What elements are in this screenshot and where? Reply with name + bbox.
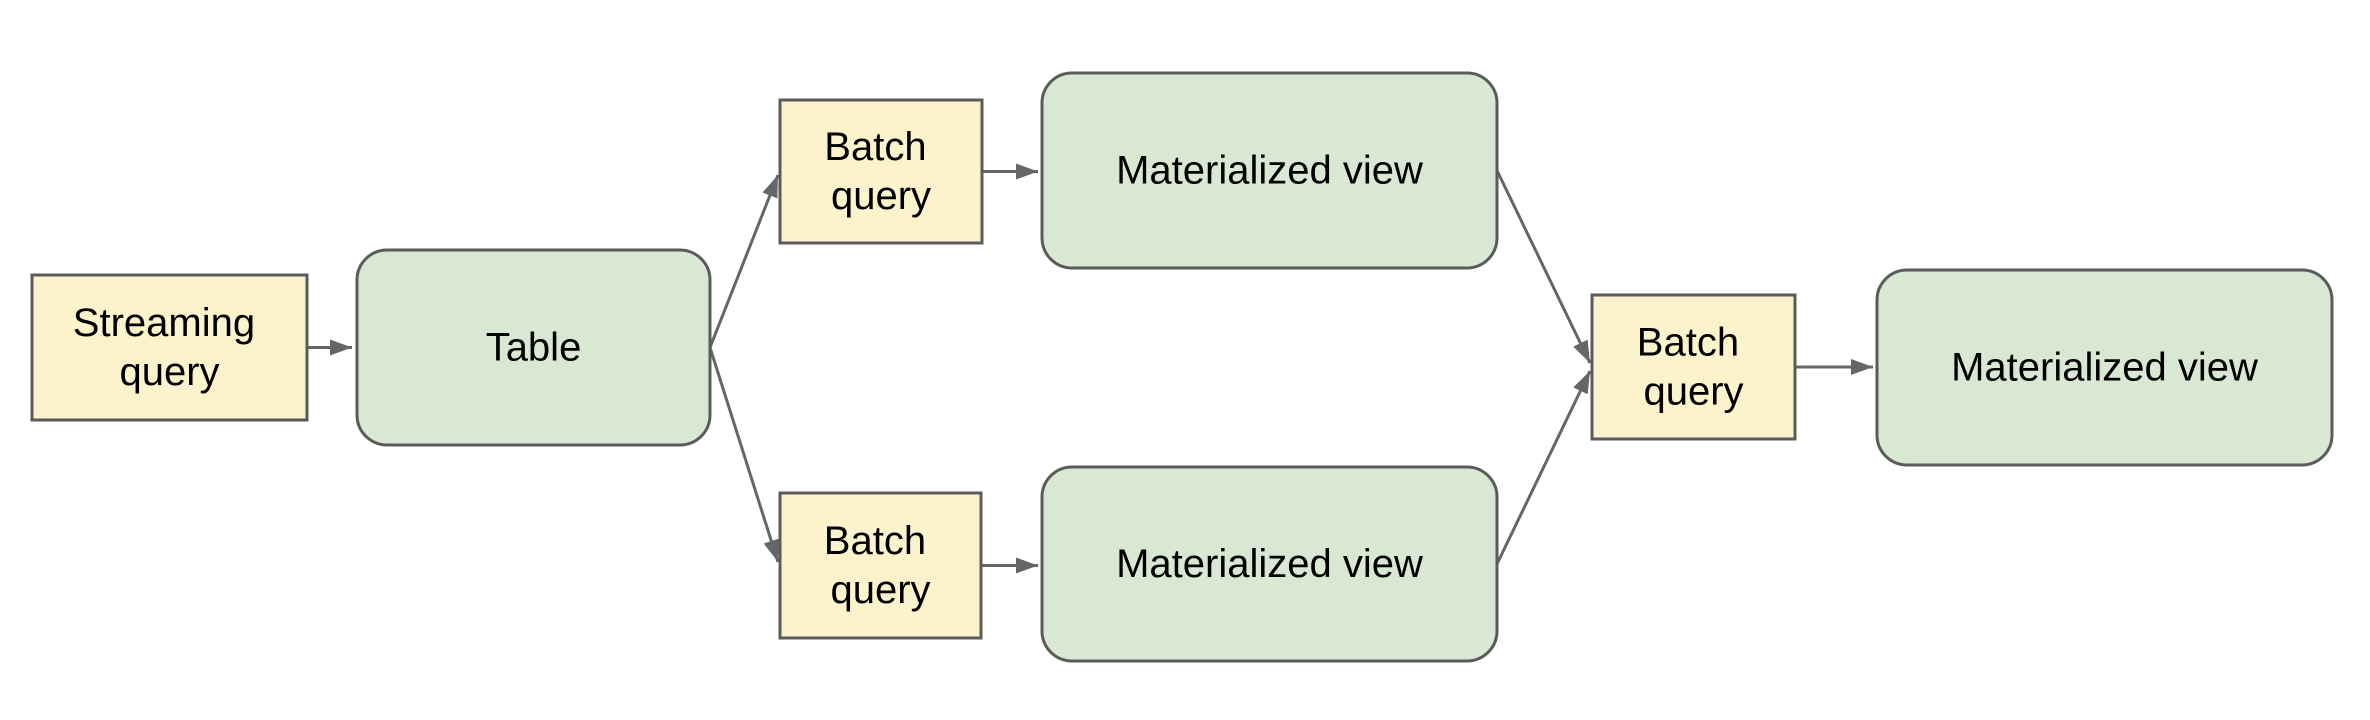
batch-query-bottom-box (778, 491, 983, 640)
batch-query-right-box (1590, 293, 1797, 441)
materialized-view-bottom-box (1040, 465, 1499, 663)
batch-query-top-box (778, 98, 984, 245)
node-table: Table (355, 248, 712, 447)
streaming-query-label: Streaming query (73, 301, 266, 394)
streaming-query-box (30, 273, 309, 422)
node-materialized-view-right: Materialized view (1875, 268, 2334, 467)
batch-query-bottom-label: Batch query (824, 519, 937, 612)
materialized-view-right-label: Materialized view (1951, 346, 2258, 390)
node-batch-query-right: Batch query (1590, 293, 1797, 441)
batch-query-right-label: Batch query (1637, 321, 1750, 414)
node-streaming-query: Streaming query (30, 273, 309, 422)
node-materialized-view-top: Materialized view (1040, 71, 1499, 270)
materialized-view-right-box (1875, 268, 2334, 467)
edges-layer (307, 163, 1873, 574)
materialized-view-top-box (1040, 71, 1499, 270)
edge-table-to-batch-query-bottom (708, 347, 780, 563)
node-batch-query-bottom: Batch query (778, 491, 983, 640)
materialized-view-bottom-label: Materialized view (1116, 542, 1423, 586)
table-label: Table (486, 326, 582, 370)
edge-mv-bottom-to-batch-query-right (1495, 370, 1592, 565)
nodes-layer: Streaming query Table Batch query Materi… (30, 71, 2334, 663)
materialized-view-top-label: Materialized view (1116, 149, 1423, 193)
table-box (355, 248, 712, 447)
edge-mv-top-to-batch-query-right (1495, 169, 1592, 364)
node-batch-query-top: Batch query (778, 98, 984, 245)
edge-table-to-batch-query-top (708, 174, 780, 349)
node-materialized-view-bottom: Materialized view (1040, 465, 1499, 663)
batch-query-top-label: Batch query (824, 125, 937, 218)
